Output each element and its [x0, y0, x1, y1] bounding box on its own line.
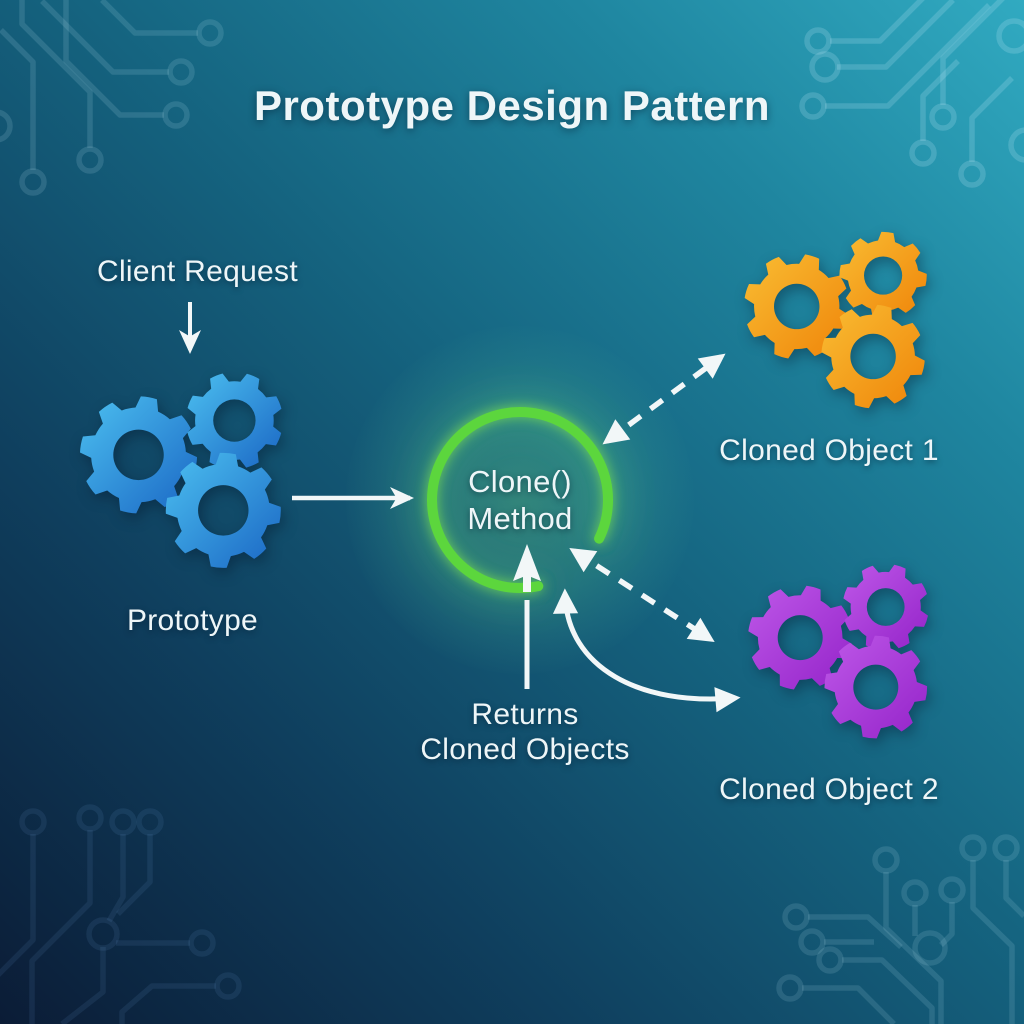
clone-method-ring	[427, 407, 613, 593]
clone-method-line2: Method	[467, 501, 573, 536]
curved-arrow-returns-object2	[552, 588, 741, 713]
dashed-arrow-clone-to-object1	[602, 353, 726, 445]
clone-method-label: Clone() Method	[408, 458, 632, 544]
prototype-label: Prototype	[126, 604, 259, 637]
cloned-object-2-label: Cloned Object 2	[719, 773, 939, 806]
cloned-object-1-gears-icon	[744, 231, 927, 409]
cloned-object-1-label: Cloned Object 1	[719, 434, 939, 467]
returns-label-line2: Cloned Objects	[420, 733, 630, 767]
client-request-label: Client Request	[97, 255, 298, 288]
dashed-arrow-clone-to-object2	[569, 547, 715, 643]
prototype-gears-icon	[80, 373, 282, 568]
cloned-object-2-gears-icon	[748, 564, 928, 739]
clone-method-line1: Clone()	[468, 464, 572, 500]
returns-arrowhead-icon	[513, 544, 541, 592]
page-title: Prototype Design Pattern	[253, 82, 771, 129]
